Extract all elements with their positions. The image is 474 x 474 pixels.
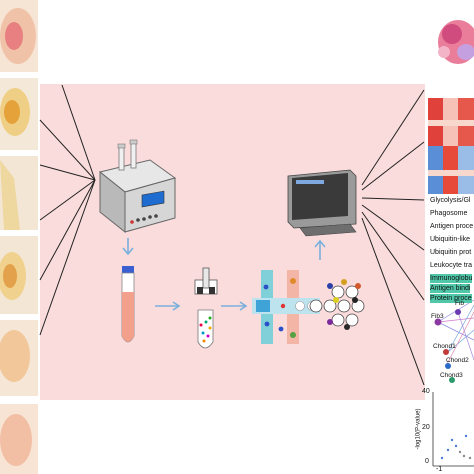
tissue-thumbnails [0,0,38,474]
computer-monitor [287,169,357,237]
pathway-label: Phagosome [430,210,468,217]
arrow-down [122,238,134,256]
heatmap [428,98,474,194]
cluster-label: Fib [455,300,465,307]
arrow-right-1 [155,301,181,311]
volcano-ytick: 20 [422,424,430,431]
pathway-label-highlighted: Antigen bindi [430,284,471,293]
cluster-label: Chond1 [433,343,456,350]
workflow-panel [40,84,425,400]
cluster-cloud [438,20,474,64]
cluster-label: Chond3 [440,372,463,379]
right-fan-lines [361,89,425,386]
volcano-plot [432,392,474,467]
pathway-label-highlighted: Protein proce [430,294,472,303]
volcano-ytick: 0 [425,458,429,465]
volcano-ylabel: -log10(P-value) [415,408,422,450]
sample-tube [121,266,135,343]
pathway-label: Antigen proce [430,223,474,230]
left-fan-lines [39,84,96,336]
pathway-label: Ubiquitin-like [430,236,471,243]
pathway-label-highlighted: Immunoglobu [430,274,473,283]
cell-network [434,299,474,383]
chip-and-droplet-tube [194,267,218,349]
microfluidic-encapsulation [252,270,320,344]
pathway-label: Ubiquitin prot [430,249,472,256]
volcano-ytick: 40 [422,388,430,395]
pathway-label: Leukocyte tra [430,262,473,269]
output-droplets [309,279,365,330]
pathway-label: Glycolysis/Gl [430,197,471,204]
volcano-xtick: -1 [436,466,443,473]
arrow-up [314,239,326,260]
cluster-label: Chond2 [446,357,469,364]
arrow-right-2 [221,301,248,311]
homogenizer-device [98,139,177,234]
cluster-label: Fib3 [431,313,444,320]
